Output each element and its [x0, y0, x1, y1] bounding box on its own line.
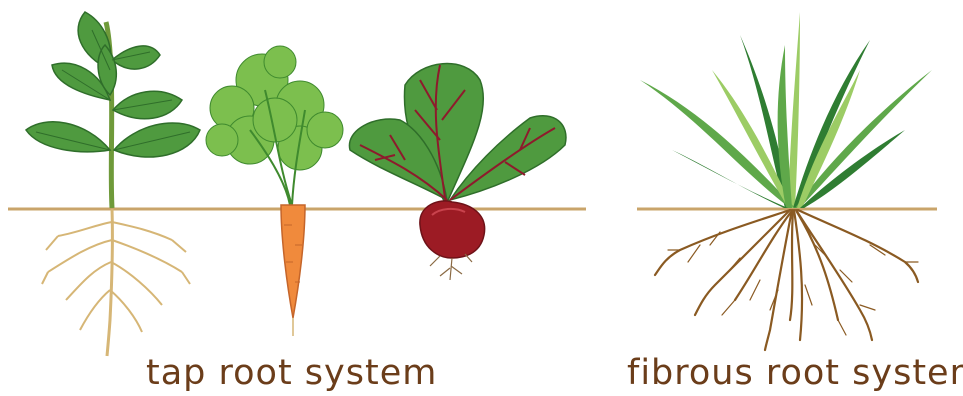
beet-icon	[349, 64, 566, 280]
carrot-icon	[206, 46, 343, 336]
grass-icon	[640, 12, 932, 350]
fibrous-root-caption: fibrous root system	[627, 356, 963, 391]
tap-root-caption: tap root system	[146, 356, 437, 391]
spinach-icon	[26, 12, 200, 356]
